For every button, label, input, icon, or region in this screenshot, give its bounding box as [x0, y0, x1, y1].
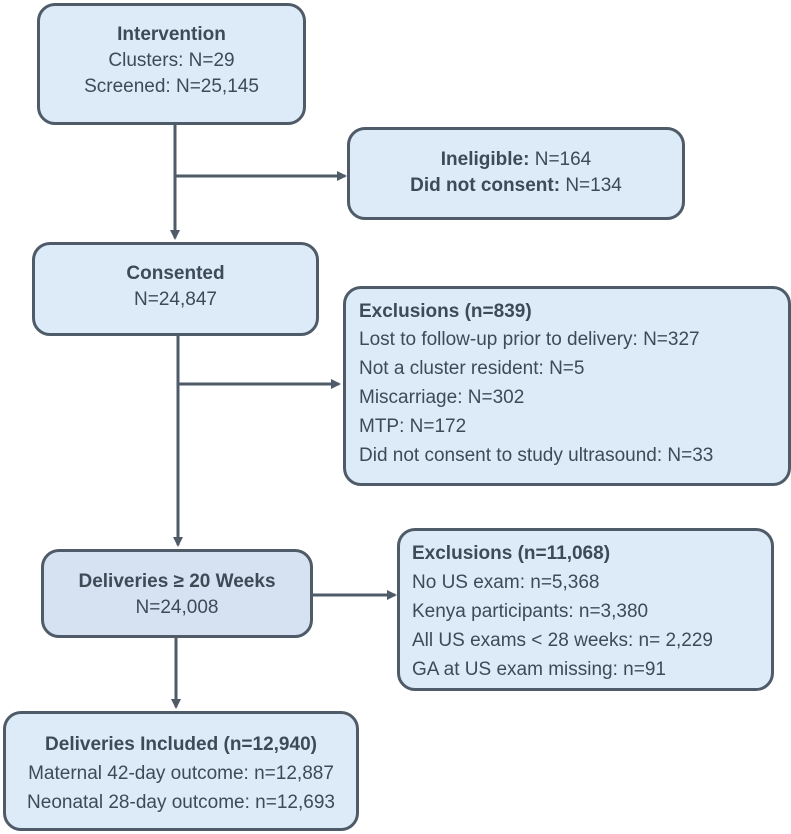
consented-box: Consented N=24,847	[32, 242, 319, 336]
neonatal-outcome: Neonatal 28-day outcome: n=12,693	[27, 792, 335, 813]
included-title: Deliveries Included (n=12,940)	[45, 734, 317, 755]
ineligible-box: Ineligible: N=164 Did not consent: N=134	[347, 127, 685, 220]
did-not-consent-line: Did not consent: N=134	[350, 173, 682, 199]
exclusions-1-title: Exclusions (n=839)	[359, 301, 532, 322]
screened-count: Screened: N=25,145	[84, 76, 259, 97]
exclusion-item: No US exam: n=5,368	[412, 572, 600, 593]
ineligible-line: Ineligible: N=164	[350, 147, 682, 173]
consented-count: N=24,847	[134, 289, 217, 310]
clusters-count: Clusters: N=29	[108, 50, 235, 71]
exclusion-item: Did not consent to study ultrasound: N=3…	[359, 445, 714, 466]
included-box: Deliveries Included (n=12,940) Maternal …	[3, 711, 359, 831]
exclusion-item: GA at US exam missing: n=91	[412, 659, 666, 680]
deliveries-count: N=24,008	[135, 597, 219, 618]
exclusion-item: Kenya participants: n=3,380	[412, 601, 649, 622]
exclusion-item: Lost to follow-up prior to delivery: N=3…	[359, 329, 700, 350]
ineligible-label: Ineligible:	[440, 149, 530, 170]
exclusion-item: Miscarriage: N=302	[359, 387, 525, 408]
ineligible-value: N=164	[529, 149, 592, 170]
deliveries-title: Deliveries ≥ 20 Weeks	[78, 571, 276, 592]
maternal-outcome: Maternal 42-day outcome: n=12,887	[28, 763, 334, 784]
did-not-consent-label: Did not consent:	[410, 175, 561, 196]
intervention-box: Intervention Clusters: N=29 Screened: N=…	[37, 3, 306, 125]
exclusions-2-title: Exclusions (n=11,068)	[412, 543, 611, 564]
consented-title: Consented	[126, 263, 225, 284]
exclusion-item: MTP: N=172	[359, 416, 467, 437]
intervention-title: Intervention	[117, 24, 226, 45]
exclusions-box-2: Exclusions (n=11,068) No US exam: n=5,36…	[397, 528, 774, 691]
exclusion-item: All US exams < 28 weeks: n= 2,229	[412, 630, 713, 651]
exclusions-box-1: Exclusions (n=839) Lost to follow-up pri…	[343, 286, 791, 486]
exclusion-item: Not a cluster resident: N=5	[359, 358, 585, 379]
did-not-consent-value: N=134	[560, 175, 622, 196]
deliveries-box: Deliveries ≥ 20 Weeks N=24,008	[41, 549, 313, 638]
